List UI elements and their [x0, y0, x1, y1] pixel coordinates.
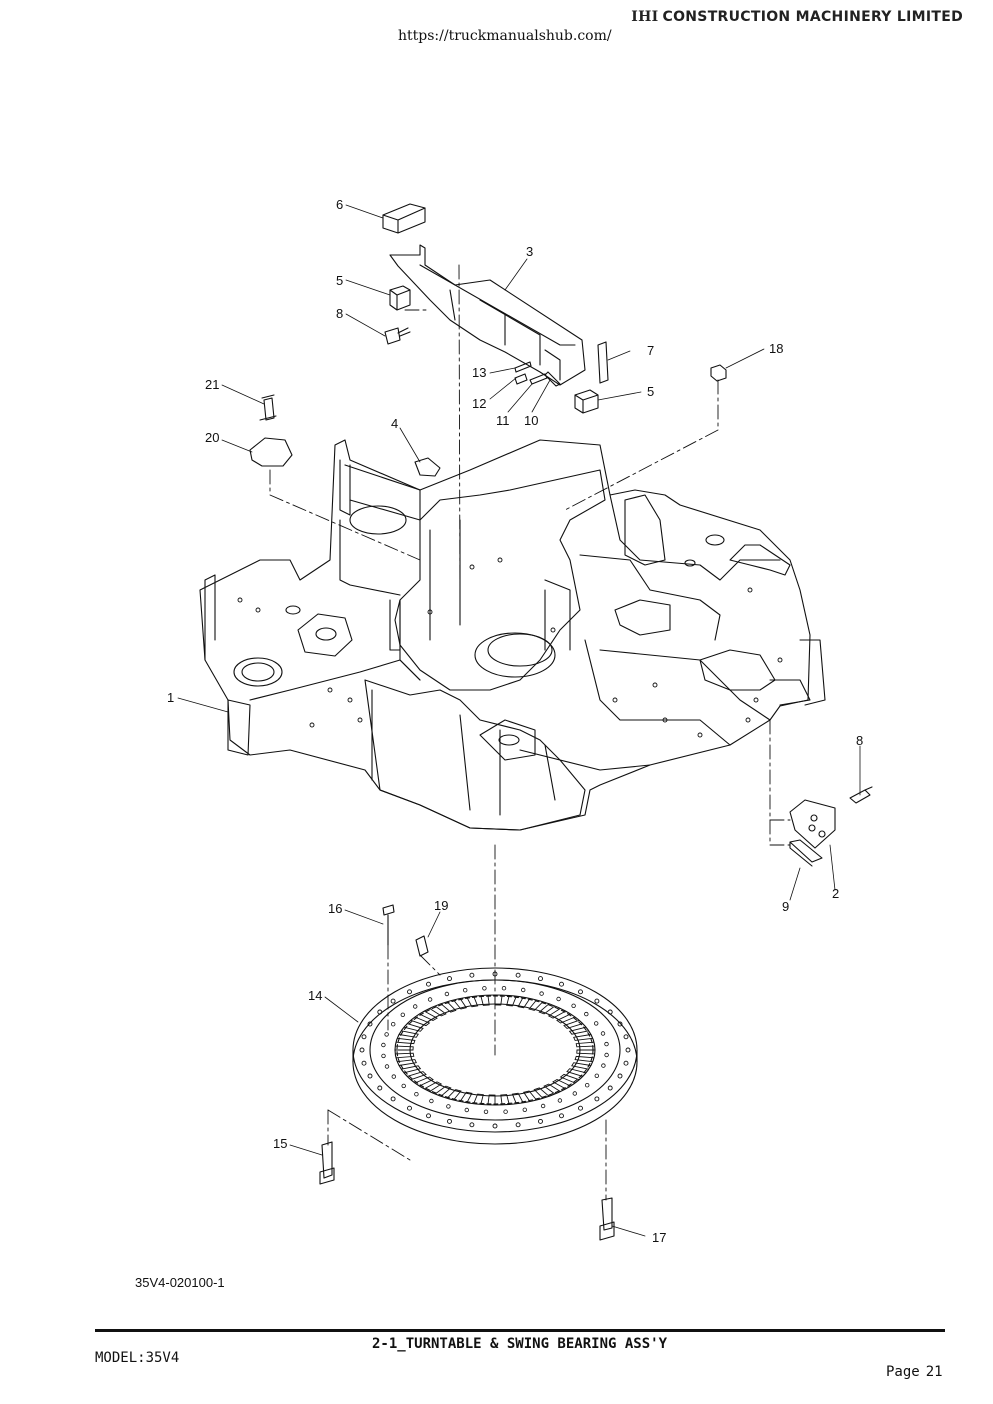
fitting-part-19 [415, 935, 429, 957]
source-url[interactable]: https://truckmanualshub.com/ [398, 28, 612, 44]
turntable-frame [199, 439, 826, 831]
callout-19: 19 [434, 898, 448, 913]
callout-8: 8 [856, 733, 863, 748]
clip-part-4 [414, 457, 441, 477]
rubber-block-part-6 [382, 203, 426, 234]
plate-part-20 [249, 437, 293, 467]
cushion-part-5-right [574, 389, 599, 414]
bolt-part-8-top [384, 327, 411, 345]
callout-5: 5 [336, 273, 343, 288]
callout-11: 11 [496, 413, 510, 428]
callout-8: 8 [336, 306, 343, 321]
bolt-part-15 [319, 1141, 335, 1185]
strip-part-9 [789, 839, 823, 867]
footer-rule [95, 1329, 945, 1332]
callout-3: 3 [526, 244, 533, 259]
callout-20: 20 [205, 430, 219, 445]
swing-bearing-part-14 [352, 967, 638, 1145]
callout-1: 1 [167, 690, 174, 705]
model-label: MODEL:35V4 [95, 1350, 180, 1366]
callout-5: 5 [647, 384, 654, 399]
callout-21: 21 [205, 377, 219, 392]
gear-teeth [395, 995, 595, 1105]
bracket-part-2 [789, 799, 836, 849]
bolt-part-16 [382, 904, 395, 946]
drawing-part-code: 35V4-020100-1 [135, 1275, 225, 1290]
callout-14: 14 [308, 988, 322, 1003]
callout-9: 9 [782, 899, 789, 914]
callout-10: 10 [524, 413, 538, 428]
bolt-part-8-side [849, 786, 873, 804]
callout-17: 17 [652, 1230, 666, 1245]
page-number: 21 [925, 1364, 943, 1380]
callout-4: 4 [391, 416, 398, 431]
page-indicator: Page 21 [886, 1364, 943, 1380]
callout-7: 7 [647, 343, 654, 358]
callout-12: 12 [472, 396, 486, 411]
strip-part-7 [597, 341, 609, 384]
cover-bracket-part-3 [389, 244, 586, 386]
ihi-logo: IHI [631, 9, 659, 25]
plug-part-18 [710, 364, 727, 382]
cushion-part-5-left [389, 285, 411, 311]
bolt-part-17 [599, 1197, 615, 1241]
company-name: CONSTRUCTION MACHINERY LIMITED [662, 9, 963, 25]
ring-bolt-holes [359, 971, 631, 1129]
callout-13: 13 [472, 365, 486, 380]
section-title: 2-1_TURNTABLE & SWING BEARING ASS'Y [372, 1336, 668, 1352]
bolt-part-21 [259, 394, 277, 421]
callout-18: 18 [769, 341, 783, 356]
page-label: Page [886, 1364, 920, 1380]
callout-16: 16 [328, 901, 342, 916]
callout-15: 15 [273, 1136, 287, 1151]
callout-2: 2 [832, 886, 839, 901]
callout-6: 6 [336, 197, 343, 212]
